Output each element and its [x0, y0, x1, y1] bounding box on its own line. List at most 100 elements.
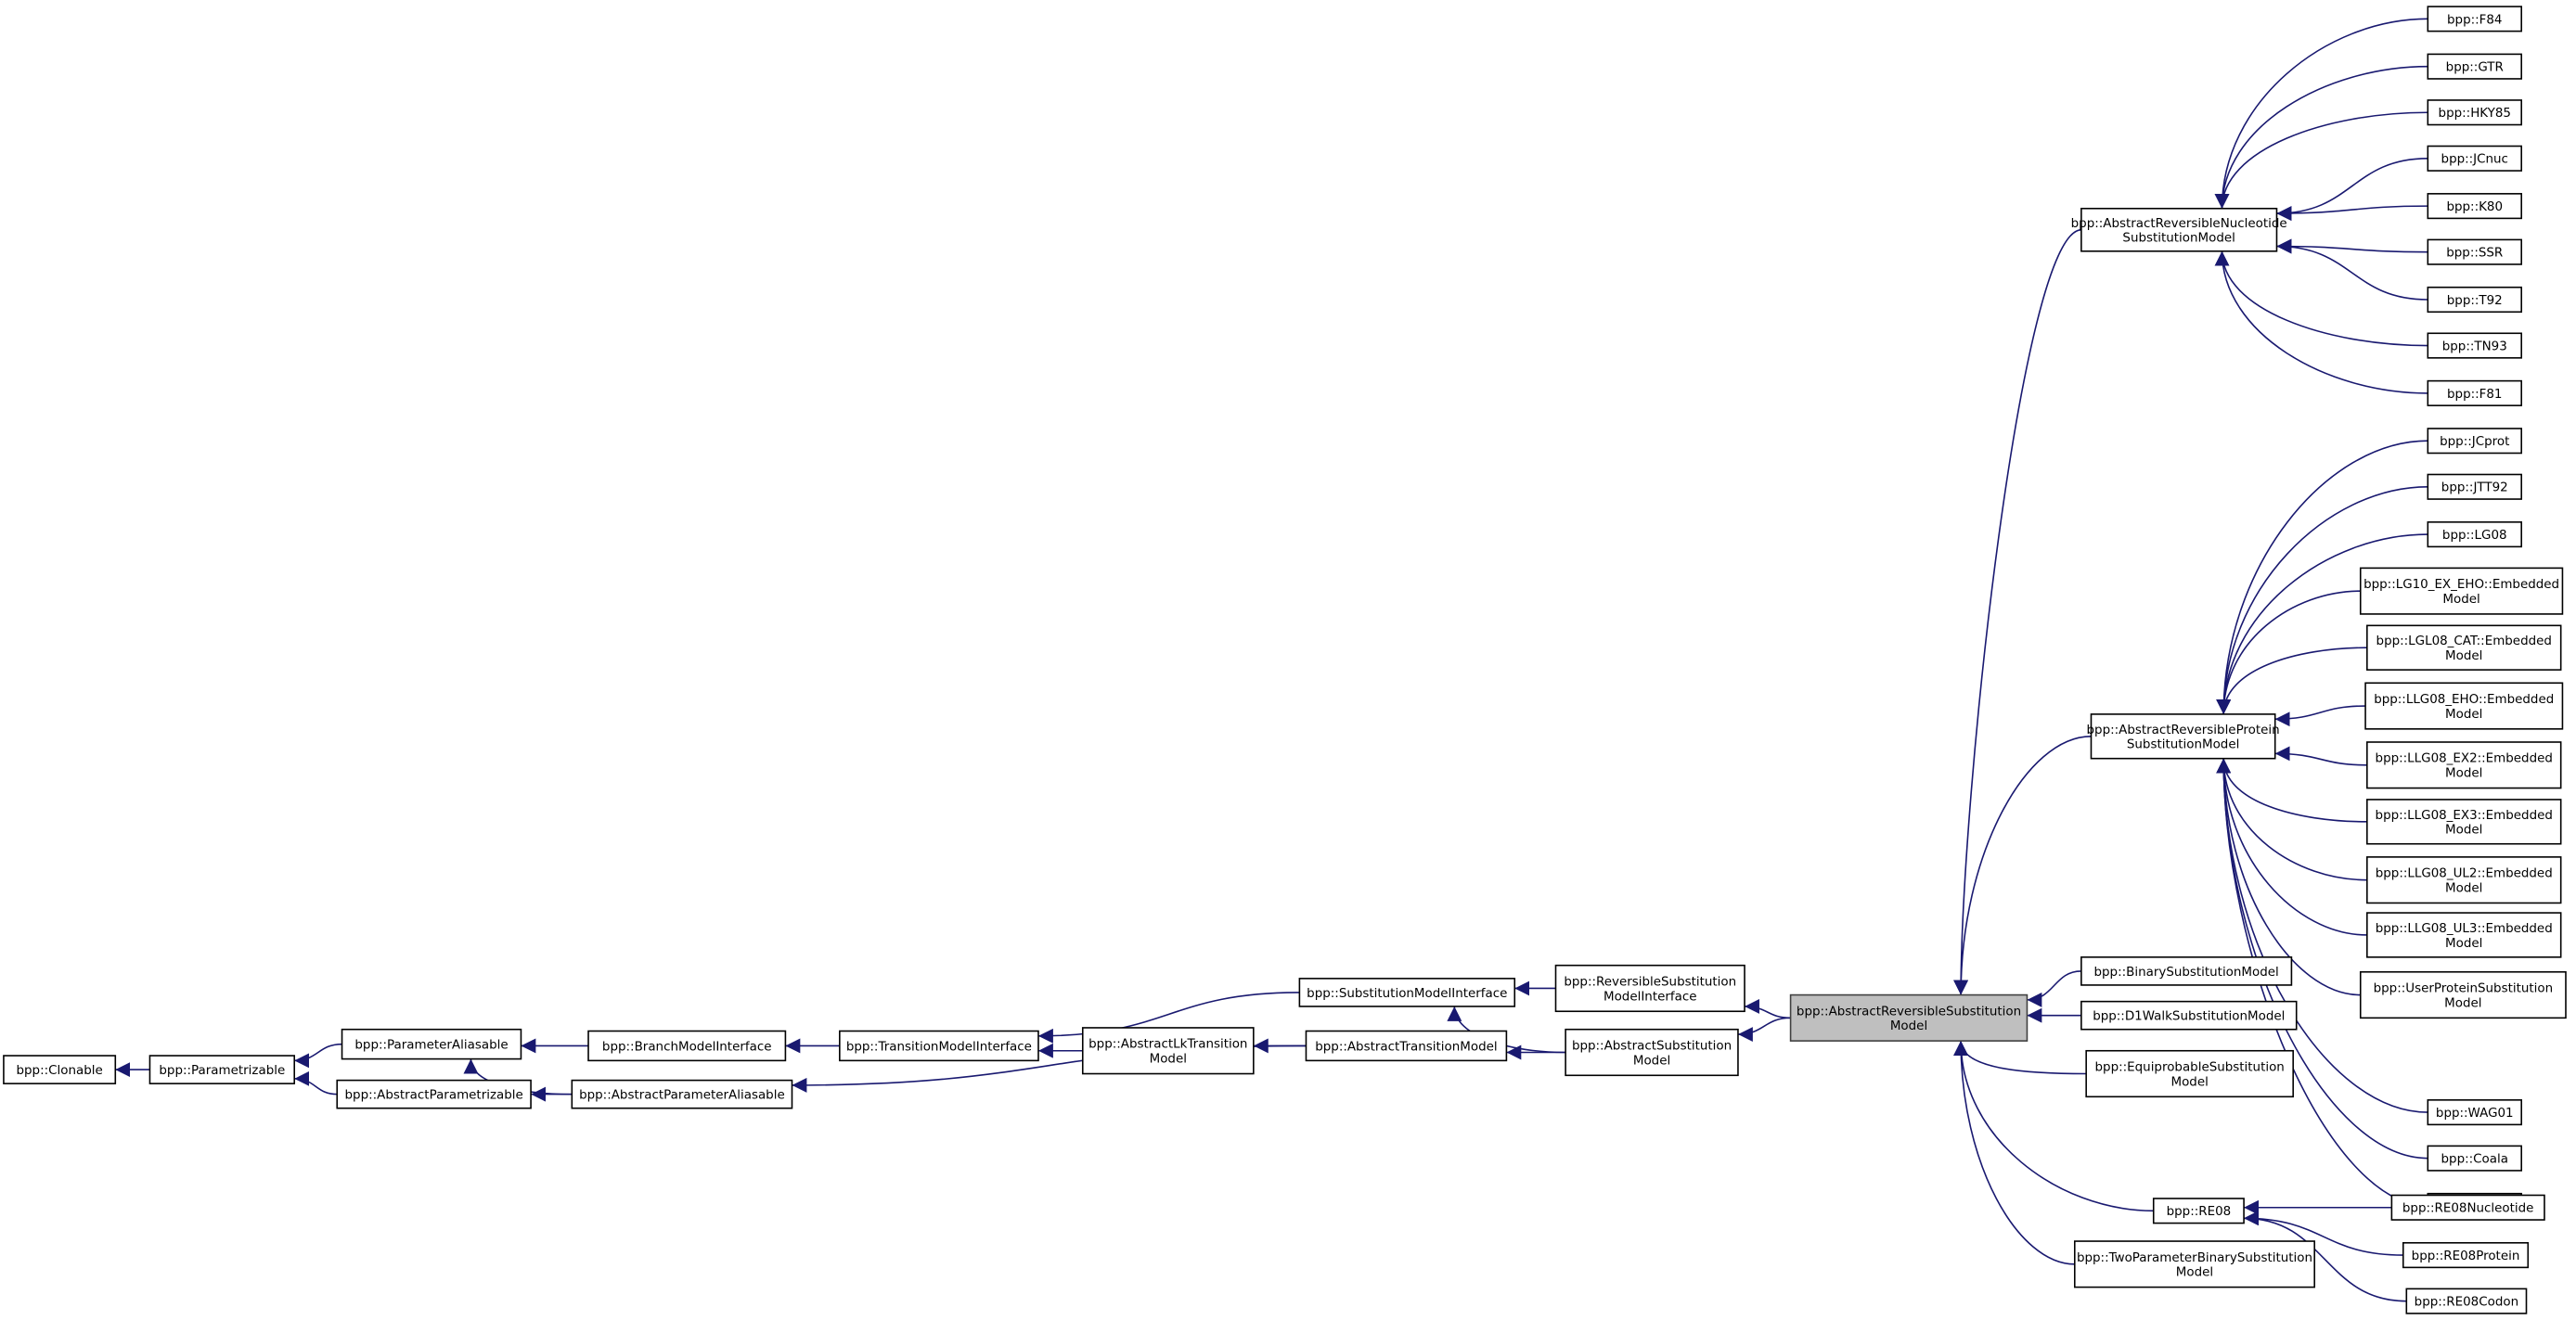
class-node-hky85[interactable]: bpp::HKY85	[2427, 99, 2522, 126]
node-box	[2359, 970, 2567, 1019]
inheritance-edge-arsm-to-abstract-substitution-model	[1737, 1017, 1791, 1042]
class-node-binary[interactable]: bpp::BinarySubstitutionModel	[2080, 956, 2293, 986]
node-label: bpp::ParameterAliasable	[354, 1039, 508, 1053]
node-box	[2427, 53, 2522, 80]
node-label: bpp::LLG08_UL2::Embedded	[2376, 867, 2553, 881]
class-node-tn93[interactable]: bpp::TN93	[2427, 332, 2522, 359]
node-label: bpp::TN93	[2442, 340, 2507, 354]
node-label: bpp::Coala	[2441, 1153, 2508, 1167]
node-label: bpp::LLG08_EHO::Embedded	[2374, 693, 2554, 707]
class-node-jcprot[interactable]: bpp::JCprot	[2427, 428, 2522, 455]
class-node-t92[interactable]: bpp::T92	[2427, 286, 2522, 314]
node-label: Model	[2442, 593, 2479, 607]
class-node-ssr[interactable]: bpp::SSR	[2427, 238, 2522, 265]
class-node-parameter-aliasable[interactable]: bpp::ParameterAliasable	[341, 1028, 522, 1060]
inheritance-edge-arpsm-to-arsm	[1953, 736, 2092, 995]
class-node-re08-nucleotide[interactable]: bpp::RE08Nucleotide	[2390, 1194, 2545, 1221]
class-node-substitution-model-interface[interactable]: bpp::SubstitutionModelInterface	[1298, 978, 1516, 1007]
class-node-wag01[interactable]: bpp::WAG01	[2427, 1099, 2522, 1126]
class-node-k80[interactable]: bpp::K80	[2427, 193, 2522, 220]
node-box	[2402, 1242, 2530, 1269]
node-label: bpp::LG10_EX_EHO::Embedded	[2363, 578, 2559, 592]
node-label: bpp::AbstractLkTransition	[1088, 1038, 1247, 1052]
class-node-transition-model-interface[interactable]: bpp::TransitionModelInterface	[839, 1030, 1039, 1062]
class-node-f84[interactable]: bpp::F84	[2427, 6, 2522, 32]
inheritance-edge-user-protein-to-arpsm	[2216, 758, 2361, 996]
inheritance-edge-binary-to-arsm	[2027, 970, 2081, 1007]
node-label: bpp::RE08Protein	[2412, 1250, 2520, 1263]
inheritance-edge-re08-to-arsm	[1953, 1041, 2154, 1212]
class-node-re08-protein[interactable]: bpp::RE08Protein	[2402, 1242, 2530, 1269]
class-node-lg08[interactable]: bpp::LG08	[2427, 521, 2522, 548]
node-box	[1081, 1027, 1255, 1075]
inheritance-edge-llg08-ex2-to-arpsm	[2274, 746, 2367, 766]
inheritance-edge-lg10-to-arpsm	[2216, 590, 2361, 714]
node-label: bpp::JCnuc	[2441, 153, 2508, 167]
node-label: bpp::TwoParameterBinarySubstitution	[2077, 1251, 2312, 1265]
class-node-branch-model-interface[interactable]: bpp::BranchModelInterface	[587, 1030, 787, 1062]
node-label: bpp::HKY85	[2439, 107, 2511, 121]
node-label: Model	[2445, 649, 2482, 663]
node-label: bpp::LGL08_CAT::Embedded	[2376, 634, 2552, 648]
node-box	[2427, 379, 2522, 406]
class-node-arpsm[interactable]: bpp::AbstractReversibleProteinSubstituti…	[2087, 713, 2280, 760]
node-label: bpp::GTR	[2446, 61, 2504, 75]
node-box	[2080, 1000, 2298, 1031]
inheritance-edge-re08-codon-to-re08	[2244, 1211, 2407, 1302]
node-box	[2359, 567, 2564, 615]
node-box	[1789, 993, 2029, 1042]
node-box	[2427, 145, 2522, 172]
class-node-arnsm[interactable]: bpp::AbstractReversibleNucleotideSubstit…	[2071, 207, 2287, 252]
node-box	[2427, 193, 2522, 220]
node-label: bpp::K80	[2446, 200, 2503, 214]
node-box	[2364, 682, 2564, 730]
class-node-jtt92[interactable]: bpp::JTT92	[2427, 473, 2522, 500]
node-label: Model	[1633, 1054, 1670, 1068]
node-box	[839, 1030, 1039, 1062]
node-label: Model	[2445, 882, 2482, 896]
node-label: bpp::AbstractReversibleNucleotide	[2071, 217, 2287, 231]
class-node-parametrizable[interactable]: bpp::Parametrizable	[148, 1055, 296, 1084]
class-node-abstract-parameter-aliasable[interactable]: bpp::AbstractParameterAliasable	[571, 1079, 793, 1109]
class-node-coala[interactable]: bpp::Coala	[2427, 1145, 2522, 1172]
class-node-f81[interactable]: bpp::F81	[2427, 379, 2522, 406]
node-box	[1554, 964, 1745, 1013]
node-box	[587, 1030, 787, 1062]
node-label: Model	[2445, 708, 2482, 722]
class-node-gtr[interactable]: bpp::GTR	[2427, 53, 2522, 80]
node-box	[2427, 238, 2522, 265]
class-node-abstract-parametrizable[interactable]: bpp::AbstractParametrizable	[336, 1079, 532, 1109]
inheritance-edge-llg08-eho-to-arpsm	[2274, 705, 2366, 727]
class-node-re08[interactable]: bpp::RE08	[2152, 1198, 2245, 1224]
class-node-reversible-substitution-model-interface[interactable]: bpp::ReversibleSubstitutionModelInterfac…	[1554, 964, 1745, 1013]
class-node-jcnuc[interactable]: bpp::JCnuc	[2427, 145, 2522, 172]
node-box	[2427, 1099, 2522, 1126]
inheritance-edge-jcprot-to-arpsm	[2216, 440, 2428, 714]
node-box	[2427, 521, 2522, 548]
class-node-d1-walk[interactable]: bpp::D1WalkSubstitutionModel	[2080, 1000, 2298, 1031]
inheritance-edge-arsm-to-reversible-substitution-model-interface	[1745, 998, 1791, 1019]
inheritance-edge-tn93-to-arnsm	[2214, 250, 2428, 347]
class-node-re08-codon[interactable]: bpp::RE08Codon	[2405, 1288, 2528, 1314]
inheritance-edge-lg08-to-arpsm	[2216, 533, 2428, 714]
node-label: bpp::AbstractParametrizable	[345, 1089, 523, 1103]
node-label: Model	[2176, 1266, 2213, 1280]
node-label: Model	[2444, 996, 2481, 1010]
node-box	[2427, 6, 2522, 32]
class-node-clonable[interactable]: bpp::Clonable	[3, 1055, 117, 1084]
class-node-abstract-transition-model[interactable]: bpp::AbstractTransitionModel	[1305, 1030, 1508, 1062]
